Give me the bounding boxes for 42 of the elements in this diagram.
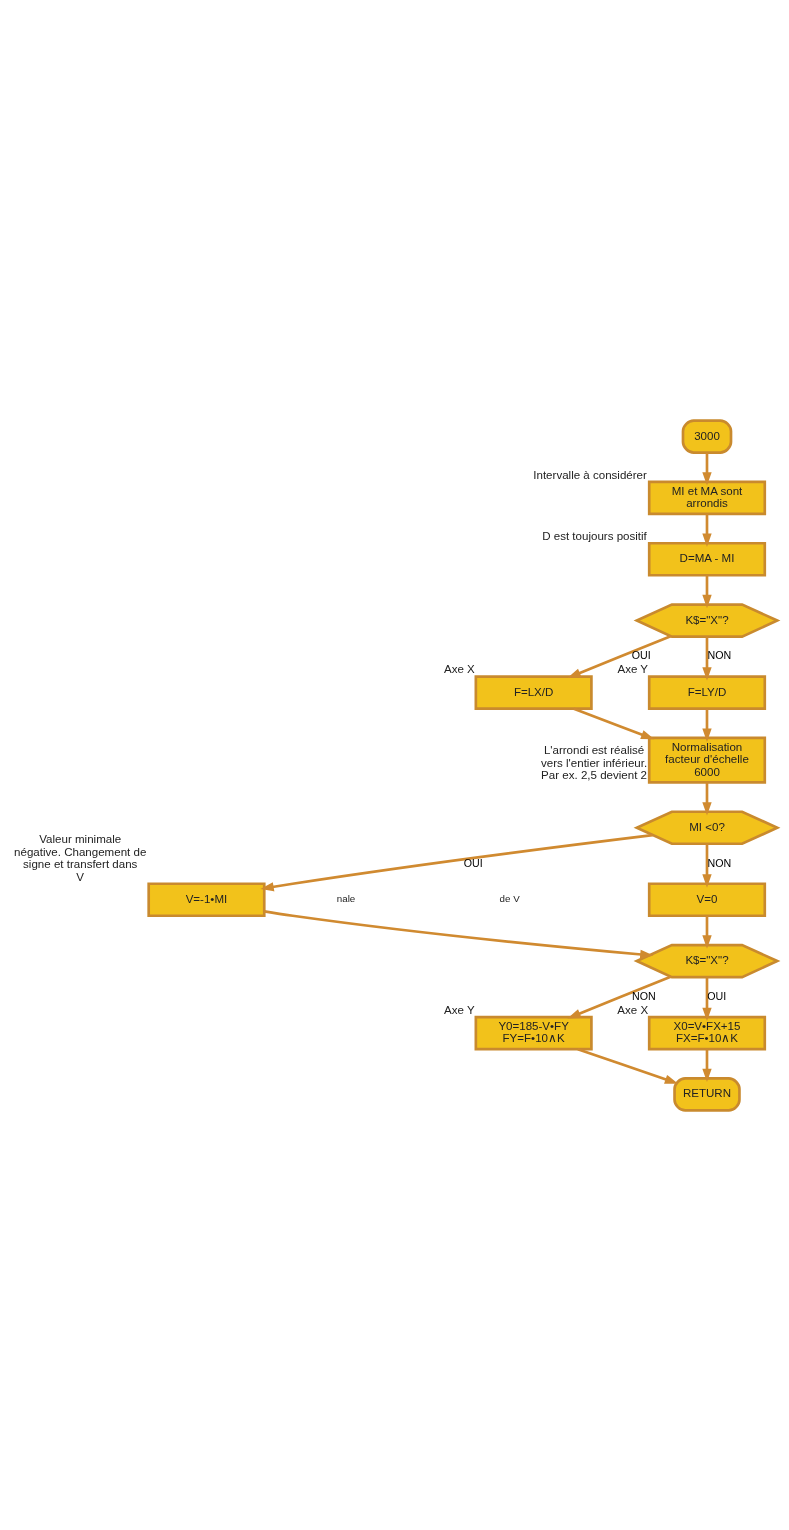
node-label: L'arrondi est réalisé vers l'entier inférieur. Par ex. 2,5 devient 2 <box>541 743 648 781</box>
label: de V <box>499 892 520 904</box>
node-label: Valeur minimale négative. Changement de signe et transfert dans V <box>14 832 147 883</box>
node-label: Axe X <box>443 662 475 675</box>
node-box: Normalisation facteur d'échelle 6000 <box>647 736 767 784</box>
node-box: MI et MA sont arrondis <box>647 480 767 515</box>
node-box: RETURN <box>673 1076 741 1112</box>
node-label: D est toujours positif <box>542 529 647 542</box>
node-box: Y0=185-V•FY FY=F•10∧K <box>474 1015 593 1050</box>
arrow <box>702 452 712 486</box>
arrow <box>260 833 653 891</box>
arrow <box>702 574 712 608</box>
node-box: D=MA - MI <box>647 541 767 577</box>
node-label: Axe X <box>617 1003 649 1016</box>
node-label: Axe Y <box>617 662 649 675</box>
arrow <box>702 513 712 547</box>
arrow <box>702 915 712 949</box>
arrow <box>567 634 672 678</box>
node-box: F=LX/D <box>474 674 593 710</box>
arrow <box>573 707 655 739</box>
node-label: Intervalle à considérer <box>533 468 647 481</box>
arrow <box>577 1047 679 1084</box>
arrow <box>702 782 712 816</box>
edge-label: NON <box>707 855 732 868</box>
node-box: V=-1•MI <box>147 881 266 917</box>
edge-label: OUI <box>631 648 651 661</box>
arrow <box>264 909 654 959</box>
edge-label: OUI <box>463 855 483 868</box>
arrow <box>702 1048 712 1082</box>
edge-label: NON <box>632 989 656 1002</box>
arrow <box>702 976 712 1021</box>
arrow <box>702 843 712 888</box>
node-box: X0=V•FX+15 FX=F•10∧K <box>647 1015 767 1050</box>
label: nale <box>336 892 356 904</box>
node-box: 3000 <box>681 418 733 454</box>
arrow <box>702 636 712 681</box>
node-label: Axe Y <box>444 1003 475 1016</box>
node-box: F=LY/D <box>647 674 767 710</box>
node-box: V=0 <box>647 881 767 917</box>
arrow <box>567 974 672 1019</box>
arrow <box>702 708 712 742</box>
edge-label: NON <box>707 648 732 661</box>
